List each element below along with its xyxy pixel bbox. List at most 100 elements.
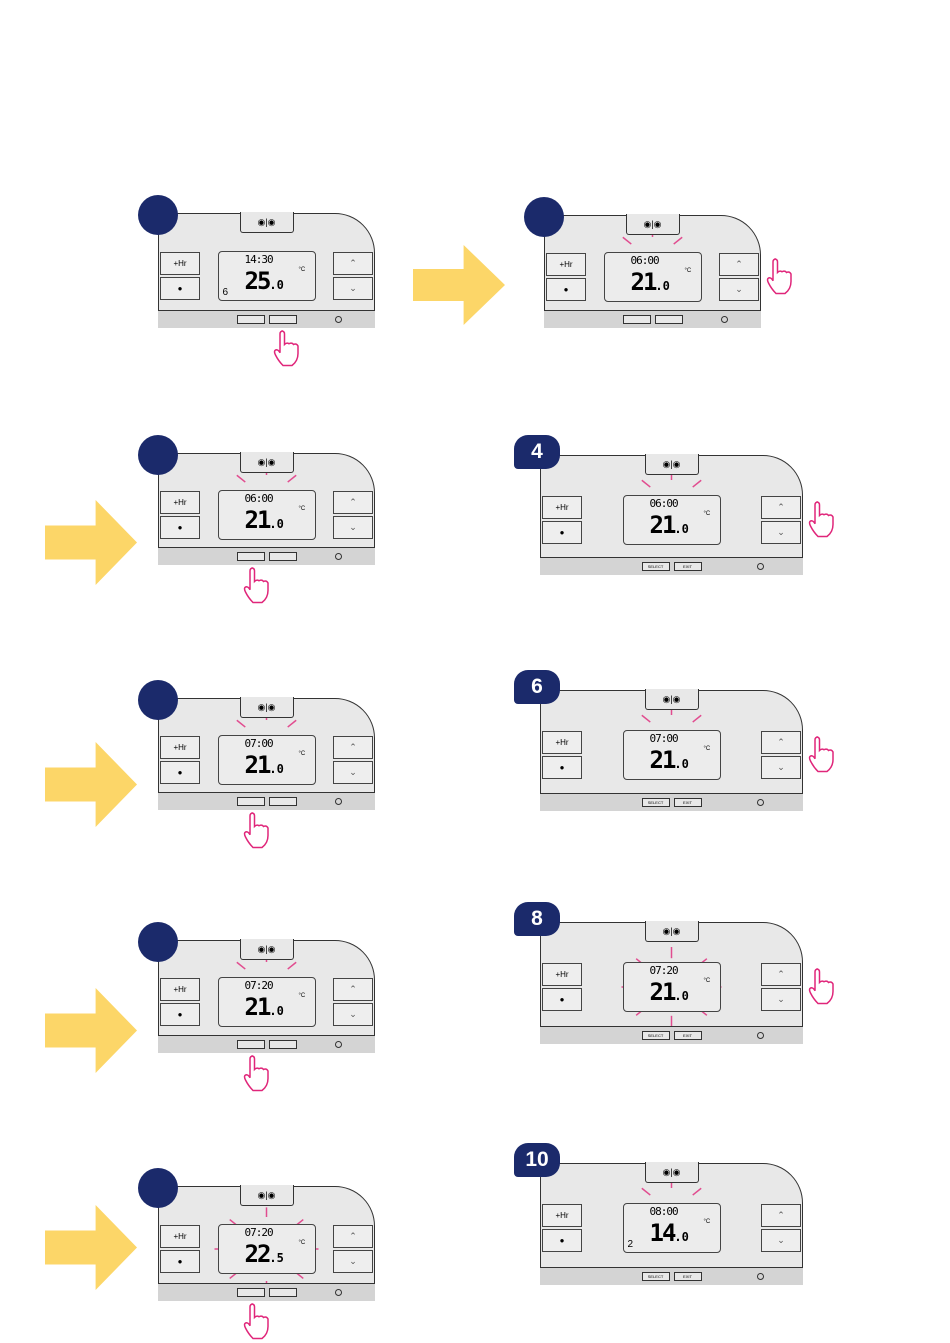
top-mode-buttons[interactable]: ◉|◉ <box>239 452 294 473</box>
down-button[interactable]: ⌄ <box>761 756 801 779</box>
plus-hr-button[interactable]: +Hr <box>160 1225 200 1248</box>
degree-unit: °C <box>703 746 711 752</box>
lcd-time: 06:00 <box>649 497 679 510</box>
top-mode-buttons[interactable]: ◉|◉ <box>239 697 294 718</box>
lcd-temperature: 21.0 <box>631 268 670 300</box>
plus-hr-button[interactable]: +Hr <box>542 963 582 986</box>
up-button[interactable]: ⌃ <box>333 736 373 759</box>
bottom-bar <box>158 792 375 810</box>
up-button[interactable]: ⌃ <box>761 731 801 754</box>
exit-button[interactable]: EXIT <box>673 562 702 571</box>
top-mode-buttons[interactable]: ◉|◉ <box>644 1162 699 1183</box>
down-button[interactable]: ⌄ <box>333 1250 373 1273</box>
lcd-temperature: 21.0 <box>650 746 689 778</box>
exit-button[interactable] <box>268 552 297 561</box>
down-button[interactable]: ⌄ <box>761 988 801 1011</box>
select-button[interactable]: SELECT <box>641 562 670 571</box>
down-button[interactable]: ⌄ <box>333 277 373 300</box>
top-mode-buttons[interactable]: ◉|◉ <box>644 921 699 942</box>
exit-button[interactable]: EXIT <box>673 798 702 807</box>
plus-hr-button[interactable]: +Hr <box>160 252 200 275</box>
top-mode-buttons[interactable]: ◉|◉ <box>644 689 699 710</box>
exit-button[interactable] <box>268 797 297 806</box>
up-button[interactable]: ⌃ <box>333 491 373 514</box>
select-button[interactable]: SELECT <box>641 1272 670 1281</box>
up-button[interactable]: ⌃ <box>761 1204 801 1227</box>
temp-whole: 21 <box>244 993 272 1021</box>
bottom-bar <box>158 1283 375 1301</box>
top-mode-buttons[interactable]: ◉|◉ <box>625 214 680 235</box>
pointing-hand-icon <box>243 1303 269 1340</box>
plus-hr-button[interactable]: +Hr <box>546 253 586 276</box>
lcd-time: 08:00 <box>649 1205 679 1218</box>
boost-button[interactable]: ● <box>546 278 586 301</box>
boost-button[interactable]: ● <box>160 1003 200 1026</box>
select-button[interactable] <box>236 315 265 324</box>
degree-unit: °C <box>298 267 306 273</box>
temp-whole: 21 <box>630 268 658 296</box>
up-button[interactable]: ⌃ <box>761 496 801 519</box>
boost-button[interactable]: ● <box>542 756 582 779</box>
lcd-temperature: 21.0 <box>245 993 284 1025</box>
up-button[interactable]: ⌃ <box>333 1225 373 1248</box>
boost-button[interactable]: ● <box>160 277 200 300</box>
plus-hr-button[interactable]: +Hr <box>542 496 582 519</box>
plus-hr-button[interactable]: +Hr <box>160 491 200 514</box>
top-mode-buttons[interactable]: ◉|◉ <box>644 454 699 475</box>
exit-button[interactable]: EXIT <box>673 1272 702 1281</box>
top-mode-buttons[interactable]: ◉|◉ <box>239 1185 294 1206</box>
lcd-time: 06:00 <box>630 254 660 267</box>
step-number-badge <box>138 435 178 475</box>
temp-decimal: .0 <box>674 757 689 771</box>
up-button[interactable]: ⌃ <box>719 253 759 276</box>
select-button[interactable]: SELECT <box>641 1031 670 1040</box>
plus-hr-button[interactable]: +Hr <box>542 1204 582 1227</box>
pointing-hand-icon <box>808 968 834 1005</box>
down-button[interactable]: ⌄ <box>333 761 373 784</box>
up-button[interactable]: ⌃ <box>333 252 373 275</box>
exit-button[interactable] <box>268 315 297 324</box>
exit-button[interactable] <box>654 315 683 324</box>
temp-whole: 25 <box>244 267 272 295</box>
plus-hr-button[interactable]: +Hr <box>542 731 582 754</box>
top-mode-buttons[interactable]: ◉|◉ <box>239 939 294 960</box>
down-button[interactable]: ⌄ <box>333 1003 373 1026</box>
down-button[interactable]: ⌄ <box>761 521 801 544</box>
boost-button[interactable]: ● <box>160 1250 200 1273</box>
down-button[interactable]: ⌄ <box>719 278 759 301</box>
plus-hr-button[interactable]: +Hr <box>160 736 200 759</box>
select-button[interactable]: SELECT <box>641 798 670 807</box>
lcd-time: 07:20 <box>244 1226 274 1239</box>
down-button[interactable]: ⌄ <box>333 516 373 539</box>
exit-button[interactable] <box>268 1040 297 1049</box>
down-button[interactable]: ⌄ <box>761 1229 801 1252</box>
exit-button[interactable] <box>268 1288 297 1297</box>
up-button[interactable]: ⌃ <box>333 978 373 1001</box>
select-button[interactable] <box>236 1040 265 1049</box>
select-button[interactable] <box>236 1288 265 1297</box>
bottom-bar <box>158 547 375 565</box>
select-button[interactable] <box>236 552 265 561</box>
temp-whole: 22 <box>244 1240 272 1268</box>
degree-unit: °C <box>298 1240 306 1246</box>
boost-button[interactable]: ● <box>542 521 582 544</box>
boost-button[interactable]: ● <box>542 1229 582 1252</box>
top-mode-buttons[interactable]: ◉|◉ <box>239 212 294 233</box>
select-button[interactable] <box>622 315 651 324</box>
led-indicator <box>335 1289 343 1296</box>
degree-unit: °C <box>703 1219 711 1225</box>
select-button[interactable] <box>236 797 265 806</box>
boost-button[interactable]: ● <box>160 761 200 784</box>
boost-button[interactable]: ● <box>542 988 582 1011</box>
boost-button[interactable]: ● <box>160 516 200 539</box>
exit-button[interactable]: EXIT <box>673 1031 702 1040</box>
up-button[interactable]: ⌃ <box>761 963 801 986</box>
plus-hr-button[interactable]: +Hr <box>160 978 200 1001</box>
